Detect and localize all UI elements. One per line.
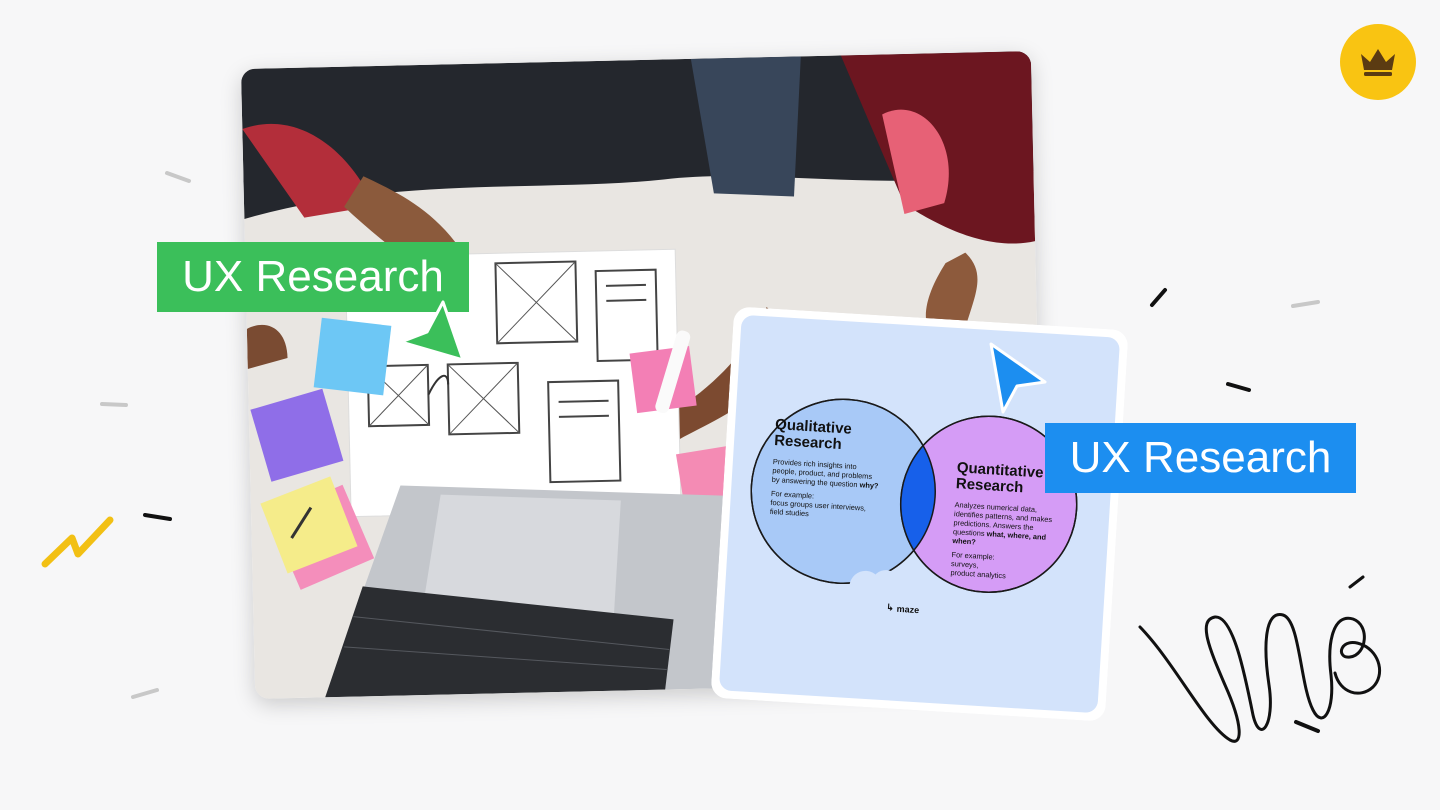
signature-scribble (1138, 575, 1382, 743)
venn-card-body (711, 307, 1128, 721)
venn-diagram-card: Qualitative Research Provides rich insig… (710, 306, 1128, 721)
qualitative-desc-3-bold: why? (859, 480, 879, 491)
maze-brand-label: maze (896, 603, 920, 615)
ux-research-tag-green-label: UX Research (182, 252, 444, 301)
crown-icon (1361, 49, 1395, 76)
ux-research-tag-blue-label: UX Research (1069, 433, 1332, 482)
crown-badge (1340, 24, 1416, 100)
green-cursor-icon (399, 300, 465, 362)
qualitative-text: Qualitative Research Provides rich insig… (770, 416, 926, 525)
workshop-photo (240, 51, 1046, 699)
maze-logo: ↳ maze (886, 602, 920, 615)
ux-research-tag-green: UX Research (157, 242, 469, 312)
blue-cursor-icon (989, 342, 1047, 414)
quantitative-desc-5-bold: when? (952, 536, 977, 547)
maze-logo-icon: ↳ (885, 602, 895, 613)
lightning-icon (41, 516, 114, 568)
workshop-photo-illustration (240, 51, 1046, 699)
ux-research-tag-blue: UX Research (1045, 423, 1356, 493)
